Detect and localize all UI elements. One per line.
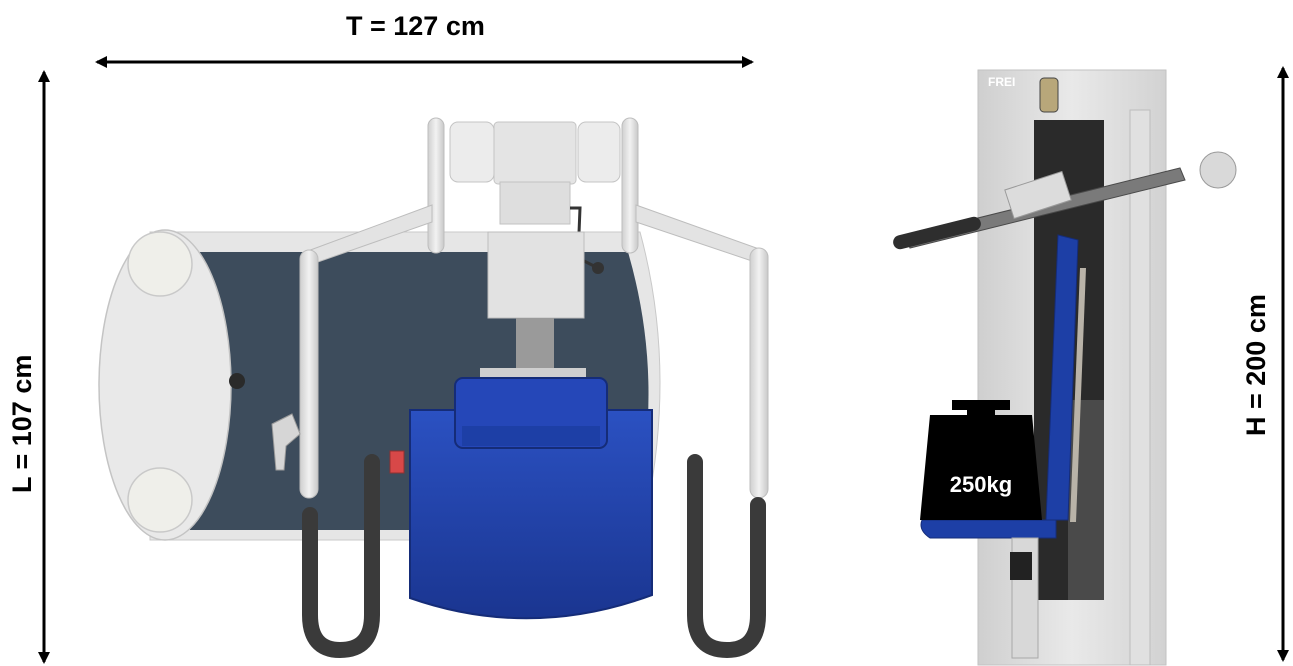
seat-adjuster-icon xyxy=(1010,552,1032,580)
cable-knob-icon xyxy=(592,262,604,274)
width-dimension-label: T = 127 cm xyxy=(346,11,485,41)
seat-cushion xyxy=(409,409,653,620)
back-pad xyxy=(487,231,585,319)
weight-label: 250kg xyxy=(950,472,1012,497)
u-handle-left xyxy=(302,454,380,659)
side-backrest-frame xyxy=(1070,268,1086,522)
roller-post-left xyxy=(427,117,445,254)
handle-post-right xyxy=(749,247,769,499)
pulley-icon xyxy=(1039,77,1059,113)
selector-pin xyxy=(389,450,405,474)
knob-icon xyxy=(229,373,245,389)
roller-center xyxy=(493,121,577,185)
u-handle-right xyxy=(687,454,766,659)
brand-logo: FREI xyxy=(988,75,1015,89)
handle-post-left xyxy=(299,249,319,499)
side-backrest xyxy=(1045,234,1079,521)
weight-icon xyxy=(920,400,1042,520)
machine-side-view: FREI 250kg xyxy=(893,69,1237,666)
arm-right xyxy=(635,204,763,263)
lever-grip xyxy=(893,216,981,250)
lever-bracket xyxy=(1004,170,1072,220)
guide-rail xyxy=(1129,109,1151,666)
roller-left xyxy=(449,121,495,183)
seat-stem xyxy=(516,318,554,370)
side-seat xyxy=(920,519,1057,539)
backrest-top-edge xyxy=(462,426,600,446)
foot-pad-top xyxy=(127,231,193,297)
foot-pad-bottom xyxy=(127,467,193,533)
roller-bracket xyxy=(499,181,571,225)
lever-pivot-icon xyxy=(1199,151,1237,189)
guide-bracket-icon xyxy=(271,413,301,471)
machine-top-view xyxy=(98,117,769,659)
roller-post-right xyxy=(621,117,639,254)
roller-right xyxy=(577,121,621,183)
